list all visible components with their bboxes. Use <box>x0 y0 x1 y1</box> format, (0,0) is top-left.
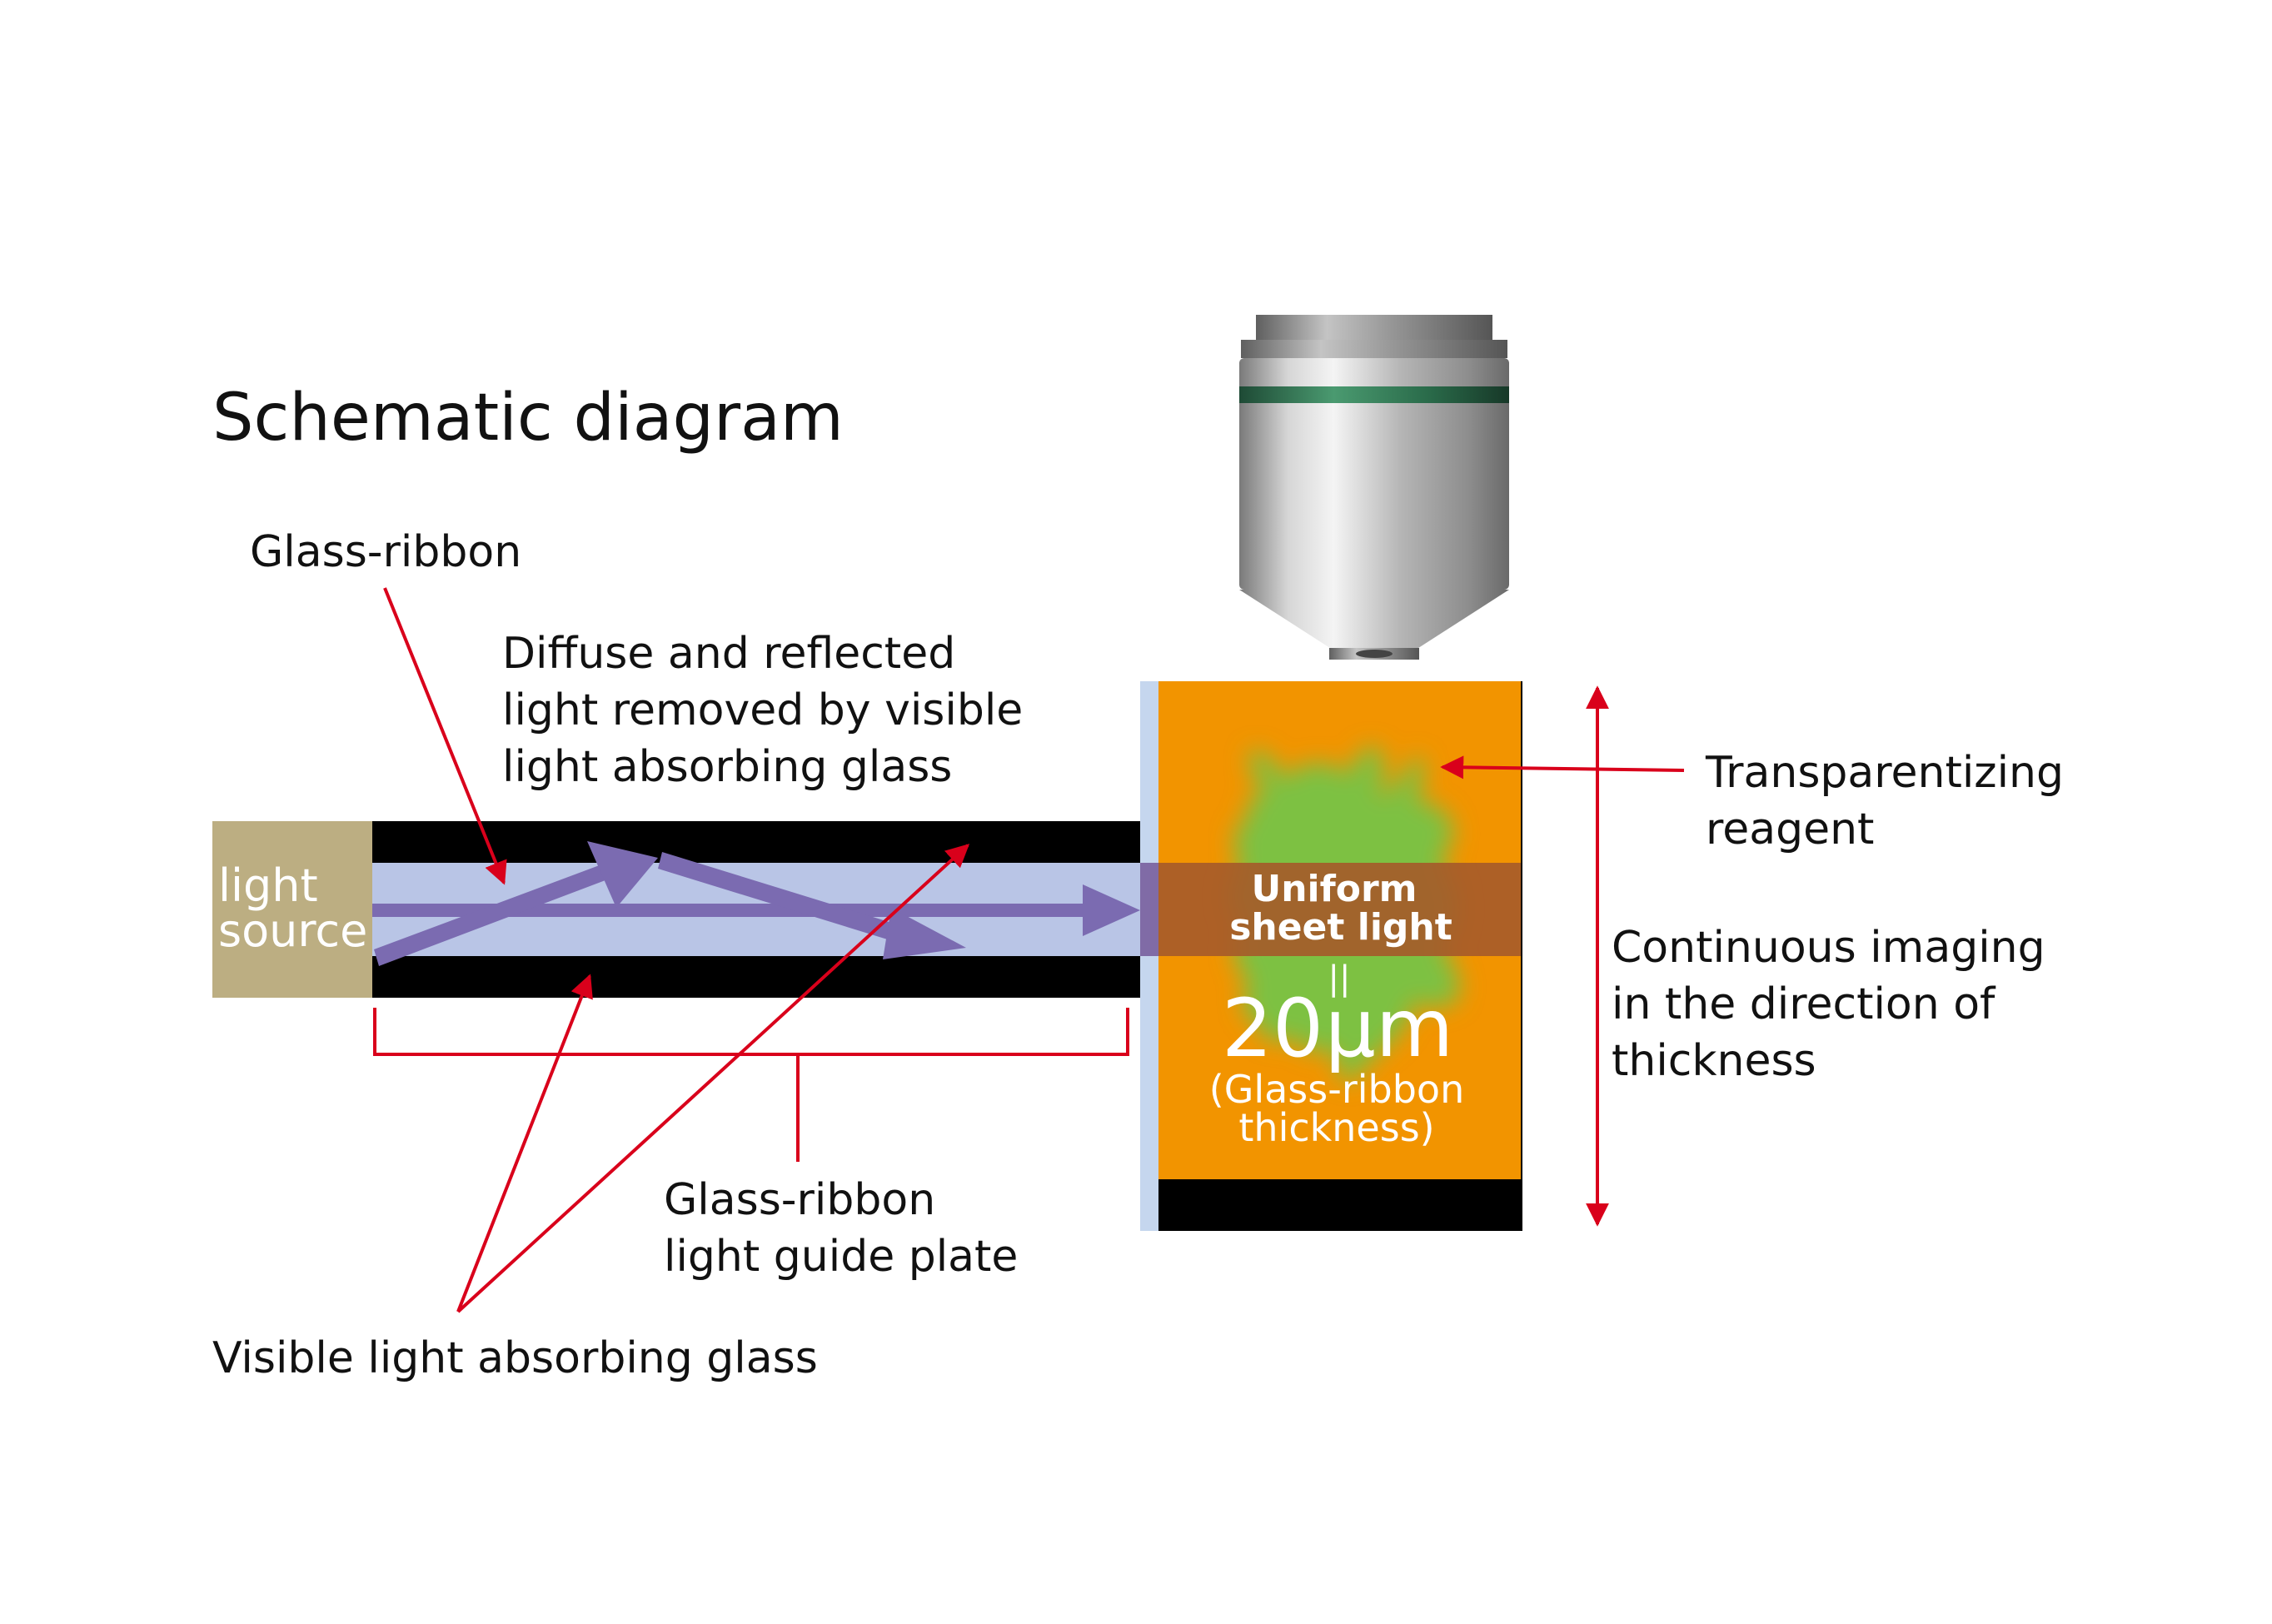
light-source-label-line1: light <box>218 859 318 912</box>
diffuse-label-line2: light removed by visible <box>502 685 1023 735</box>
uniform-sheet-label-line2: sheet light <box>1229 906 1452 949</box>
absorbing-glass-pointer <box>456 974 593 1313</box>
thickness-unit: μm <box>1325 982 1454 1075</box>
thickness-value: 20 <box>1222 982 1323 1075</box>
sheet-light-entry <box>1140 863 1158 956</box>
glass-ribbon-label: Glass-ribbon <box>250 527 521 577</box>
light-source-label-line2: source <box>218 904 367 957</box>
glass-ribbon-pointer <box>383 587 507 885</box>
continuous-label-line2: in the direction of <box>1612 979 1996 1029</box>
diffuse-light-pointer <box>456 844 970 1313</box>
page-title: Schematic diagram <box>212 381 844 456</box>
transparentizing-label-line1: Transparentizing <box>1705 748 2064 798</box>
light-guide-bracket <box>373 1008 1129 1056</box>
transparentizing-label-line2: reagent <box>1706 805 1874 854</box>
transparentizing-pointer <box>1440 755 1685 780</box>
uniform-sheet-label-line1: Uniform <box>1251 868 1417 910</box>
thickness-note-line1: (Glass-ribbon <box>1209 1067 1464 1112</box>
absorbing-glass-top <box>372 821 1140 863</box>
equals-mark: || <box>1328 959 1351 998</box>
continuous-label-line1: Continuous imaging <box>1612 923 2045 973</box>
diffuse-label-line3: light absorbing glass <box>502 742 952 792</box>
light-guide-label-line1: Glass-ribbon <box>664 1175 935 1225</box>
light-rays <box>372 841 1140 966</box>
thickness-note-line2: thickness) <box>1238 1105 1434 1150</box>
light-source <box>212 821 372 998</box>
continuous-label-line3: thickness <box>1612 1036 1816 1086</box>
absorbing-glass-label: Visible light absorbing glass <box>212 1333 818 1383</box>
uniform-sheet-light-band <box>1140 863 1521 956</box>
diffuse-label-line1: Diffuse and reflected <box>502 629 955 679</box>
light-guide-label-line2: light guide plate <box>664 1232 1018 1282</box>
microscope-objective-icon <box>1239 315 1509 660</box>
absorbing-glass-bottom <box>372 956 1140 998</box>
